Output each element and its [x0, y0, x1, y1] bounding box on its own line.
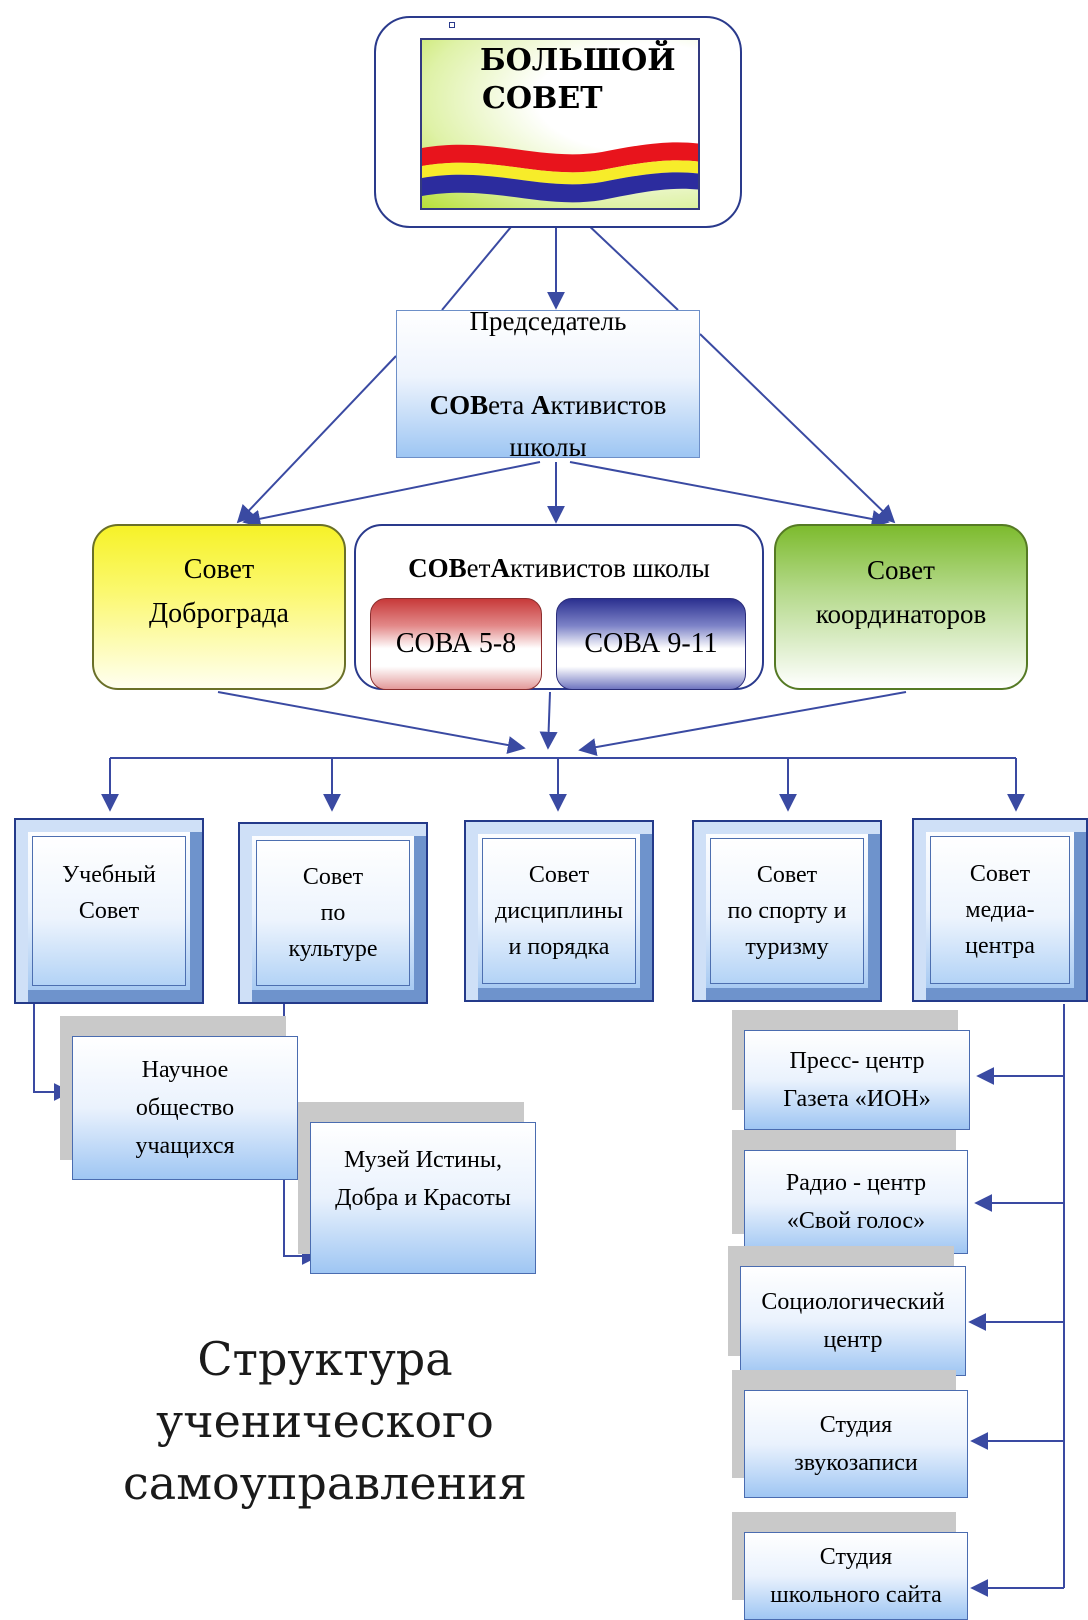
council-kultura-label: Совет по культуре [256, 840, 410, 986]
sova-title-bold2: А [490, 552, 510, 583]
board-title-line1: БОЛЬШОЙ [480, 43, 676, 78]
council-uchebny: Учебный Совет [14, 818, 204, 1004]
council-media-label: Совет медиа- центра [930, 836, 1070, 984]
media-sub-sociolog: Социологический центр [740, 1266, 966, 1376]
council-uchebny-label: Учебный Совет [32, 836, 186, 986]
council-sport: Совет по спорту и туризму [692, 820, 882, 1002]
chairman-line2-rest: ета [488, 390, 531, 420]
sova-title-rest: ет [466, 552, 491, 583]
blue-stripe [422, 172, 698, 203]
flag-stripes [422, 142, 698, 203]
media-sub-radio: Радио - центр «Свой голос» [744, 1150, 968, 1254]
council-media: Совет медиа- центра [912, 818, 1088, 1002]
chairman-line1: Председатель [469, 306, 627, 336]
chairman-line3: школы [509, 432, 587, 462]
chairman-line2-bold2: А [530, 390, 551, 420]
council-kultura: Совет по культуре [238, 822, 428, 1004]
council-discipliny: Совет дисциплины и порядка [464, 820, 654, 1002]
media-sub-press: Пресс- центр Газета «ИОН» [744, 1030, 970, 1130]
chairman-line2-bold: СОВ [429, 390, 489, 420]
board-title-line2: СОВЕТ [482, 81, 603, 116]
sova-9-11-box: СОВА 9-11 [556, 598, 746, 690]
diagram-caption: Структура ученического самоуправления [123, 1332, 527, 1510]
sovet-dobrograd-box: Совет Доброграда [92, 524, 346, 690]
red-stripe [422, 142, 698, 173]
sova-title-bold: СОВ [408, 552, 467, 583]
board-title: БОЛЬШОЙ СОВЕТ [420, 38, 700, 118]
chairman-line2: СОВета Активистов [430, 342, 667, 426]
arrow-chairman-koord [699, 333, 896, 524]
chairman-line2-rest2: ктивистов [550, 390, 667, 420]
media-sub-sayt: Студия школьного сайта [744, 1532, 968, 1620]
arrow-dobrograd-junction [217, 691, 526, 754]
frame-handle-dot [449, 22, 455, 28]
chairman-box: Председатель СОВета Активистов школы [396, 306, 700, 462]
arrow-chairman-koord-2 [569, 461, 890, 528]
nauchnoe-obshchestvo-box: Научное общество учащихся [72, 1036, 298, 1180]
yellow-stripe [422, 160, 698, 185]
media-sub-zvukozapis: Студия звукозаписи [744, 1390, 968, 1498]
arrow-chairman-dobrograd [236, 355, 397, 524]
bolshoy-sovet-board [420, 38, 700, 210]
muzey-box: Музей Истины, Добра и Красоты [310, 1122, 536, 1274]
sovet-koordinatorov-box: Совет координаторов [774, 524, 1028, 690]
arrow-uchebny-nauchnoe [33, 1004, 72, 1101]
arrow-koord-junction [578, 691, 907, 757]
arrow-sova-junction [539, 691, 558, 750]
council-discipliny-label: Совет дисциплины и порядка [482, 838, 636, 984]
sova-title-rest2: ктивистов школы [509, 552, 710, 583]
council-sport-label: Совет по спорту и туризму [710, 838, 864, 984]
sova-5-8-box: СОВА 5-8 [370, 598, 542, 690]
arrow-chairman-dobrograd-2 [242, 461, 541, 528]
